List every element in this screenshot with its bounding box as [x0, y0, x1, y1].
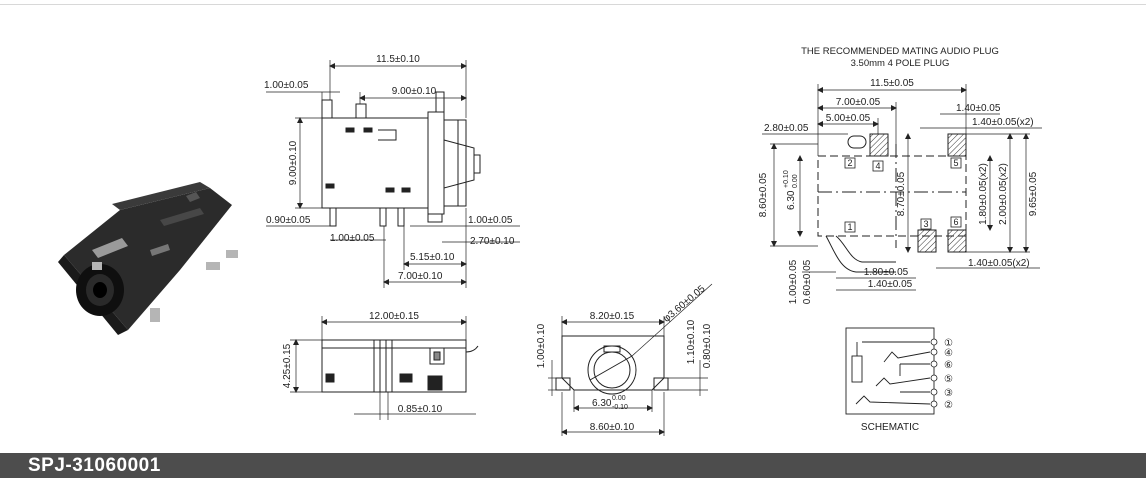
dim-fp-pad-span-b: 5.00±0.05	[826, 113, 871, 124]
pad-number-2: 2	[847, 158, 852, 168]
schematic-pin-4: ④	[944, 348, 953, 359]
dim-offset-left: 1.00±0.05	[264, 80, 309, 91]
side-view	[321, 339, 479, 393]
opening-width-base: 6.30	[592, 398, 612, 409]
dim-front-bottom-width: 8.60±0.10	[590, 422, 635, 433]
schematic-label: SCHEMATIC	[861, 422, 919, 433]
inner-height-base: 6.30	[786, 190, 797, 210]
jack-3d-render	[58, 182, 238, 335]
front-view-labels: 8.20±0.15 φ3.60±0.05 1.00±0.10 1.10±0.10…	[536, 283, 713, 433]
schematic-pin-1: ①	[944, 338, 953, 349]
dim-fp-slot-offset: 2.80±0.05	[764, 123, 809, 134]
top-view-dimensions	[266, 60, 520, 288]
dim-fp-pad-size-x2-top: 1.40±0.05(x2)	[972, 117, 1034, 128]
dim-fp-pad-height-x2: 1.80±0.05(x2)	[978, 163, 989, 225]
footprint-dimensions	[762, 84, 1042, 291]
dim-height: 9.00±0.10	[288, 140, 299, 185]
schematic	[845, 327, 935, 415]
top-view-labels: 11.5±0.10 1.00±0.05 9.00±0.10 9.00±0.10 …	[264, 54, 515, 282]
dim-fp-pad-1-width: 1.80±0.05	[864, 267, 909, 278]
dim-front-right-height-b: 0.80±0.10	[702, 323, 713, 368]
footprint-labels: 11.5±0.05 7.00±0.05 5.00±0.05 2.80±0.05 …	[758, 78, 1039, 304]
side-view-labels: 12.00±0.15 4.25±0.15 0.85±0.10	[282, 311, 443, 415]
dim-fp-pad-1-space: 1.40±0.05	[868, 279, 913, 290]
dim-side-pin-width: 0.85±0.10	[398, 404, 443, 415]
footprint-pad-numbers: 1 2 3 4 5 6	[844, 157, 962, 233]
dim-fp-pad-pitch-x2: 2.00±0.05(x2)	[998, 163, 1009, 225]
dim-inner-length: 9.00±0.10	[392, 86, 437, 97]
top-rule	[0, 4, 1146, 5]
pad-number-3: 3	[923, 219, 928, 229]
dim-fp-inner-lower: 0.00	[792, 174, 799, 188]
schematic-pin-2: ②	[944, 400, 953, 411]
dim-pin-offset: 0.90±0.05	[266, 215, 311, 226]
footprint-outline	[817, 135, 967, 273]
dim-fp-bottom-left-b: 0.60±0.05	[802, 259, 813, 304]
dim-front-opening-upper: 0.00	[612, 395, 626, 402]
dim-front-right-height-a: 1.10±0.10	[686, 319, 697, 364]
schematic-pin-6: ⑥	[944, 360, 953, 371]
dim-fp-right-height: 9.65±0.05	[1028, 171, 1039, 216]
footprint-heading: THE RECOMMENDED MATING AUDIO PLUG 3.50mm…	[801, 46, 999, 69]
schematic-pin-3: ③	[944, 388, 953, 399]
dim-fp-bottom-left-a: 1.00±0.05	[788, 259, 799, 304]
dim-fp-overall: 11.5±0.05	[870, 78, 914, 89]
top-view	[321, 91, 481, 227]
technical-drawing: 11.5±0.10 1.00±0.05 9.00±0.10 9.00±0.10 …	[58, 46, 1042, 436]
part-number: SPJ-31060001	[28, 455, 161, 476]
dim-width-overall: 11.5±0.10	[376, 54, 420, 65]
dim-side-height: 4.25±0.15	[282, 343, 293, 388]
dim-front-left-height: 1.00±0.10	[536, 323, 547, 368]
front-view-dimensions	[548, 283, 713, 436]
mating-plug-line2: 3.50mm 4 POLE PLUG	[851, 58, 950, 69]
dim-fp-height-overall: 8.60±0.05	[758, 172, 769, 217]
pad-number-5: 5	[953, 158, 958, 168]
dim-pin-spacing-c: 5.15±0.10	[410, 252, 455, 263]
dim-fp-inner-height: 6.30	[786, 190, 797, 210]
title-bar: SPJ-31060001	[0, 453, 1146, 478]
dim-front-opening-lower: -0.10	[612, 404, 628, 411]
front-view	[555, 335, 669, 395]
pad-number-6: 6	[953, 217, 958, 227]
mating-plug-line1: THE RECOMMENDED MATING AUDIO PLUG	[801, 46, 999, 57]
schematic-pin-5: ⑤	[944, 374, 953, 385]
dim-fp-pad-span-a: 7.00±0.05	[836, 97, 881, 108]
dim-front-top-width: 8.20±0.15	[590, 311, 635, 322]
dim-fp-pad-size-top: 1.40±0.05	[956, 103, 1001, 114]
schematic-pins: ① ④ ⑥ ⑤ ③ ②	[930, 338, 953, 411]
dim-pin-width: 1.00±0.05	[468, 215, 513, 226]
dim-pin-spacing-b: 2.70±0.10	[470, 236, 515, 247]
dim-side-length: 12.00±0.15	[369, 311, 419, 322]
pad-number-4: 4	[875, 161, 880, 171]
footprint-pads	[869, 133, 967, 253]
dim-fp-pad-size-x2-bottom: 1.40±0.05(x2)	[968, 258, 1030, 269]
pad-number-1: 1	[847, 222, 852, 232]
dim-fp-inner-upper: +0.10	[783, 170, 790, 188]
dim-pin-spacing-d: 7.00±0.10	[398, 271, 443, 282]
side-view-dimensions	[290, 316, 476, 420]
dim-fp-center-height: 8.70±0.05	[896, 171, 907, 216]
diameter-value: 3.60±0.05	[666, 283, 707, 320]
dim-front-diameter: φ3.60±0.05	[661, 283, 707, 324]
dim-front-opening-width: 6.30	[592, 398, 612, 409]
dim-pin-spacing-a: 1.00±0.05	[330, 233, 375, 244]
